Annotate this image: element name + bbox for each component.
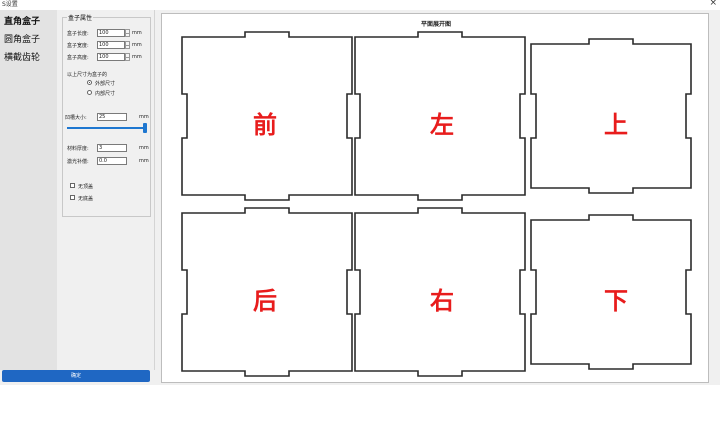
gap-input[interactable]: 0.0 [97, 157, 127, 165]
group-title: 盒子属性 [67, 13, 94, 22]
thickness-unit: mm [139, 145, 149, 151]
app-window: S设置 × 直角盒子 圆角盒子 横截齿轮 盒子属性 盒子长度: 100 mm 盒… [0, 0, 720, 385]
length-input[interactable]: 100 [97, 29, 125, 37]
face-label-front: 前 [253, 111, 277, 139]
params-panel: 盒子属性 盒子长度: 100 mm 盒子宽度: 100 mm 盒子高度: 100… [59, 10, 155, 370]
gap-label: 激光补偿: [67, 159, 89, 165]
height-label: 盒子高度: [67, 55, 89, 61]
no-top-checkbox[interactable] [70, 183, 75, 188]
thickness-input[interactable]: 3 [97, 144, 127, 152]
canvas-title: 平面展开图 [420, 21, 451, 28]
close-icon[interactable]: × [709, 0, 717, 8]
inner-size-label: 内部尺寸 [95, 91, 116, 97]
panel-outline-left [354, 31, 526, 201]
height-spinner[interactable] [125, 53, 130, 61]
length-unit: mm [132, 30, 142, 36]
panel-outline-back [181, 207, 353, 377]
sidebar-item-round-box[interactable]: 圆角盒子 [4, 35, 41, 45]
no-bottom-label: 无底盖 [78, 196, 94, 202]
length-spinner[interactable] [125, 29, 130, 37]
gap-unit: mm [139, 158, 149, 164]
width-label: 盒子宽度: [67, 43, 89, 49]
height-unit: mm [132, 54, 142, 60]
notch-slider-track[interactable] [67, 127, 147, 129]
outer-size-label: 外部尺寸 [95, 81, 116, 87]
face-label-right: 右 [430, 287, 454, 315]
width-unit: mm [132, 42, 142, 48]
no-top-label: 无顶盖 [78, 184, 94, 190]
sidebar: 直角盒子 圆角盒子 横截齿轮 [0, 10, 57, 370]
window-title: S设置 [2, 1, 18, 8]
size-mode-label: 以上尺寸为盒子的 [67, 72, 108, 78]
inner-size-radio[interactable] [87, 90, 92, 95]
notch-label: 凹槽大小: [65, 115, 87, 121]
panel-outline-bottom [530, 214, 692, 370]
ok-button[interactable]: 确定 [2, 370, 150, 382]
box-properties-group: 盒子属性 盒子长度: 100 mm 盒子宽度: 100 mm 盒子高度: 100… [62, 13, 151, 217]
length-label: 盒子长度: [67, 31, 89, 37]
panel-outline-right [354, 207, 526, 377]
sidebar-item-rect-box[interactable]: 直角盒子 [4, 17, 41, 27]
face-label-bottom: 下 [604, 287, 628, 315]
height-input[interactable]: 100 [97, 53, 125, 61]
sidebar-item-gear[interactable]: 横截齿轮 [4, 53, 41, 63]
box-net-drawing [181, 31, 692, 377]
width-spinner[interactable] [125, 41, 130, 49]
preview-canvas: 平面展开图 前 左 上 后 右 下 [161, 13, 709, 383]
thickness-label: 材料厚度: [67, 146, 89, 152]
notch-slider-thumb[interactable] [143, 123, 147, 133]
outer-size-radio[interactable] [87, 80, 92, 85]
panel-outline-front [181, 31, 353, 201]
notch-input[interactable]: 25 [97, 113, 127, 121]
title-bar: S设置 × [0, 0, 720, 10]
face-label-top: 上 [604, 111, 628, 139]
notch-unit: mm [139, 114, 149, 120]
face-label-back: 后 [253, 287, 277, 315]
panel-outline-top [530, 38, 692, 194]
width-input[interactable]: 100 [97, 41, 125, 49]
face-label-left: 左 [430, 111, 454, 139]
no-bottom-checkbox[interactable] [70, 195, 75, 200]
